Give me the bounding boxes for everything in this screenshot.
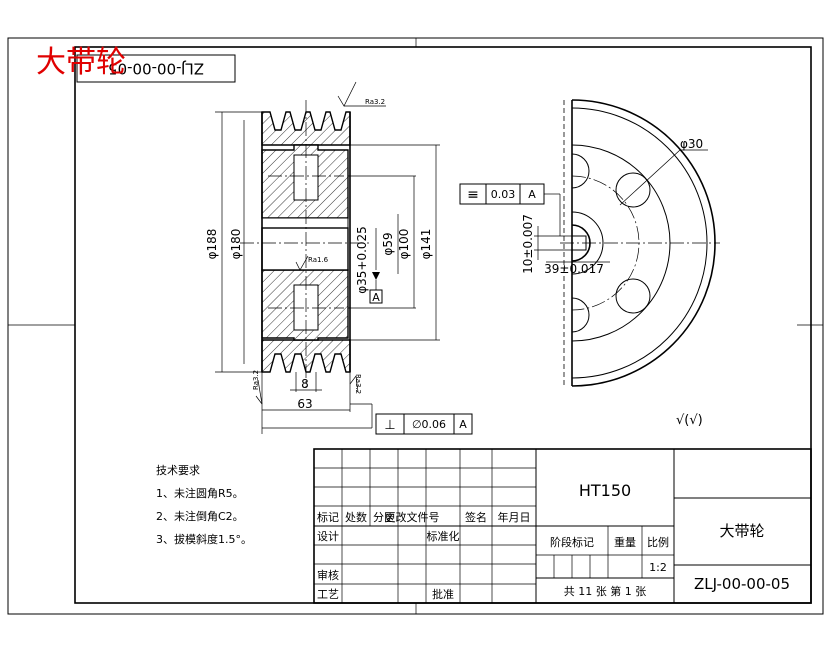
dim-63-label: 63 xyxy=(297,397,312,411)
tb-weight: 重量 xyxy=(614,535,636,549)
dim-141-label: φ141 xyxy=(419,229,433,260)
lightening-hole-3 xyxy=(571,153,590,189)
dim-keyway-width-label: 10±0.007 xyxy=(521,214,535,274)
tb-header-zone: 分区 xyxy=(373,511,395,524)
tb-sheet-info: 共 11 张 第 1 张 xyxy=(564,584,646,598)
tb-header-change-doc: 更改文件号 xyxy=(385,510,440,524)
roughness-right-label: Ra3.2 xyxy=(354,374,362,394)
datum-triangle xyxy=(372,272,380,280)
tb-header-date: 年月日 xyxy=(498,510,531,524)
perp-symbol: ⊥ xyxy=(384,418,395,433)
symmetry-symbol: ≡ xyxy=(467,187,479,203)
rim-inner-arc xyxy=(571,107,708,379)
tech-item-1: 1、未注圆角R5。 xyxy=(156,486,244,500)
dim-188-label: φ188 xyxy=(205,229,219,260)
tb-scale-label: 比例 xyxy=(647,535,669,549)
dim-35-label: φ35+0.025 xyxy=(355,226,369,294)
roughness-symbol-right xyxy=(349,375,359,393)
tb-header-count: 处数 xyxy=(345,511,367,524)
perp-frame xyxy=(375,413,473,435)
roughness-symbol-hub xyxy=(295,255,309,271)
datum-label: A xyxy=(372,291,380,304)
tb-row-design: 设计 xyxy=(317,530,339,543)
roughness-symbol-left xyxy=(255,379,263,405)
roughness-note: √(√) xyxy=(676,413,703,428)
drawing-number: ZLJ-00-00-05 xyxy=(694,575,790,593)
perp-datum: A xyxy=(459,418,467,431)
keyway-section xyxy=(261,217,349,229)
tb-header-mark: 标记 xyxy=(317,510,339,524)
tech-requirements: 技术要求 1、未注圆角R5。 2、未注倒角C2。 3、拔模斜度1.5°。 xyxy=(156,464,252,546)
title-block: 标记 处数 分区 更改文件号 签名 年月日 设计 标准化 审核 工艺 批准 HT… xyxy=(313,448,812,604)
dim-8-label: 8 xyxy=(301,377,309,391)
lightening-hole-4 xyxy=(571,297,590,333)
perp-value: ∅0.06 xyxy=(412,418,446,431)
tb-stage-mark: 阶段标记 xyxy=(550,535,594,549)
material-label: HT150 xyxy=(579,481,631,500)
tech-heading: 技术要求 xyxy=(156,464,200,477)
dim-180-label: φ180 xyxy=(229,229,243,260)
dim-100-label: φ100 xyxy=(397,229,411,260)
tb-row-process: 工艺 xyxy=(317,588,339,601)
tb-scale-value: 1:2 xyxy=(649,561,667,574)
tb-approval: 批准 xyxy=(432,587,454,601)
outer-frame xyxy=(7,37,824,615)
tech-item-3: 3、拔模斜度1.5°。 xyxy=(156,532,252,546)
side-view: φ30 ≡ 0.03 A 10±0.007 39±0.017 xyxy=(459,99,720,387)
code-box xyxy=(76,54,236,83)
section-view: φ188 φ180 φ35+0.025 A φ59 φ100 φ141 8 63 xyxy=(205,81,473,435)
roughness-top-label: Ra3.2 xyxy=(365,98,385,106)
dim-59-label: φ59 xyxy=(381,232,395,255)
dim-line-30 xyxy=(619,149,681,206)
hub-arc xyxy=(571,211,604,275)
code-box-text: ZLJ-00-00-05 xyxy=(108,60,204,78)
lightening-hole-1 xyxy=(615,172,651,208)
roughness-symbol-top xyxy=(337,81,357,107)
tb-header-signature: 签名 xyxy=(465,510,487,524)
dim-keyway-depth-label: 39±0.017 xyxy=(544,262,604,276)
tech-item-2: 2、未注倒角C2。 xyxy=(156,509,244,523)
roughness-hub-label: Ra1.6 xyxy=(308,256,329,264)
roughness-left-label: Ra3.2 xyxy=(252,370,260,390)
tb-row-review: 审核 xyxy=(317,568,339,582)
datum-box xyxy=(369,289,383,304)
red-title: 大带轮 xyxy=(36,45,126,80)
symmetry-datum: A xyxy=(528,188,536,201)
hole-pitch-circle xyxy=(571,175,640,311)
bore xyxy=(261,227,349,271)
lightening-hole-2 xyxy=(615,278,651,314)
symmetry-value: 0.03 xyxy=(491,188,516,201)
part-name: 大带轮 xyxy=(719,522,764,540)
dim-30-label: φ30 xyxy=(680,137,703,151)
tb-standardization: 标准化 xyxy=(427,529,460,543)
